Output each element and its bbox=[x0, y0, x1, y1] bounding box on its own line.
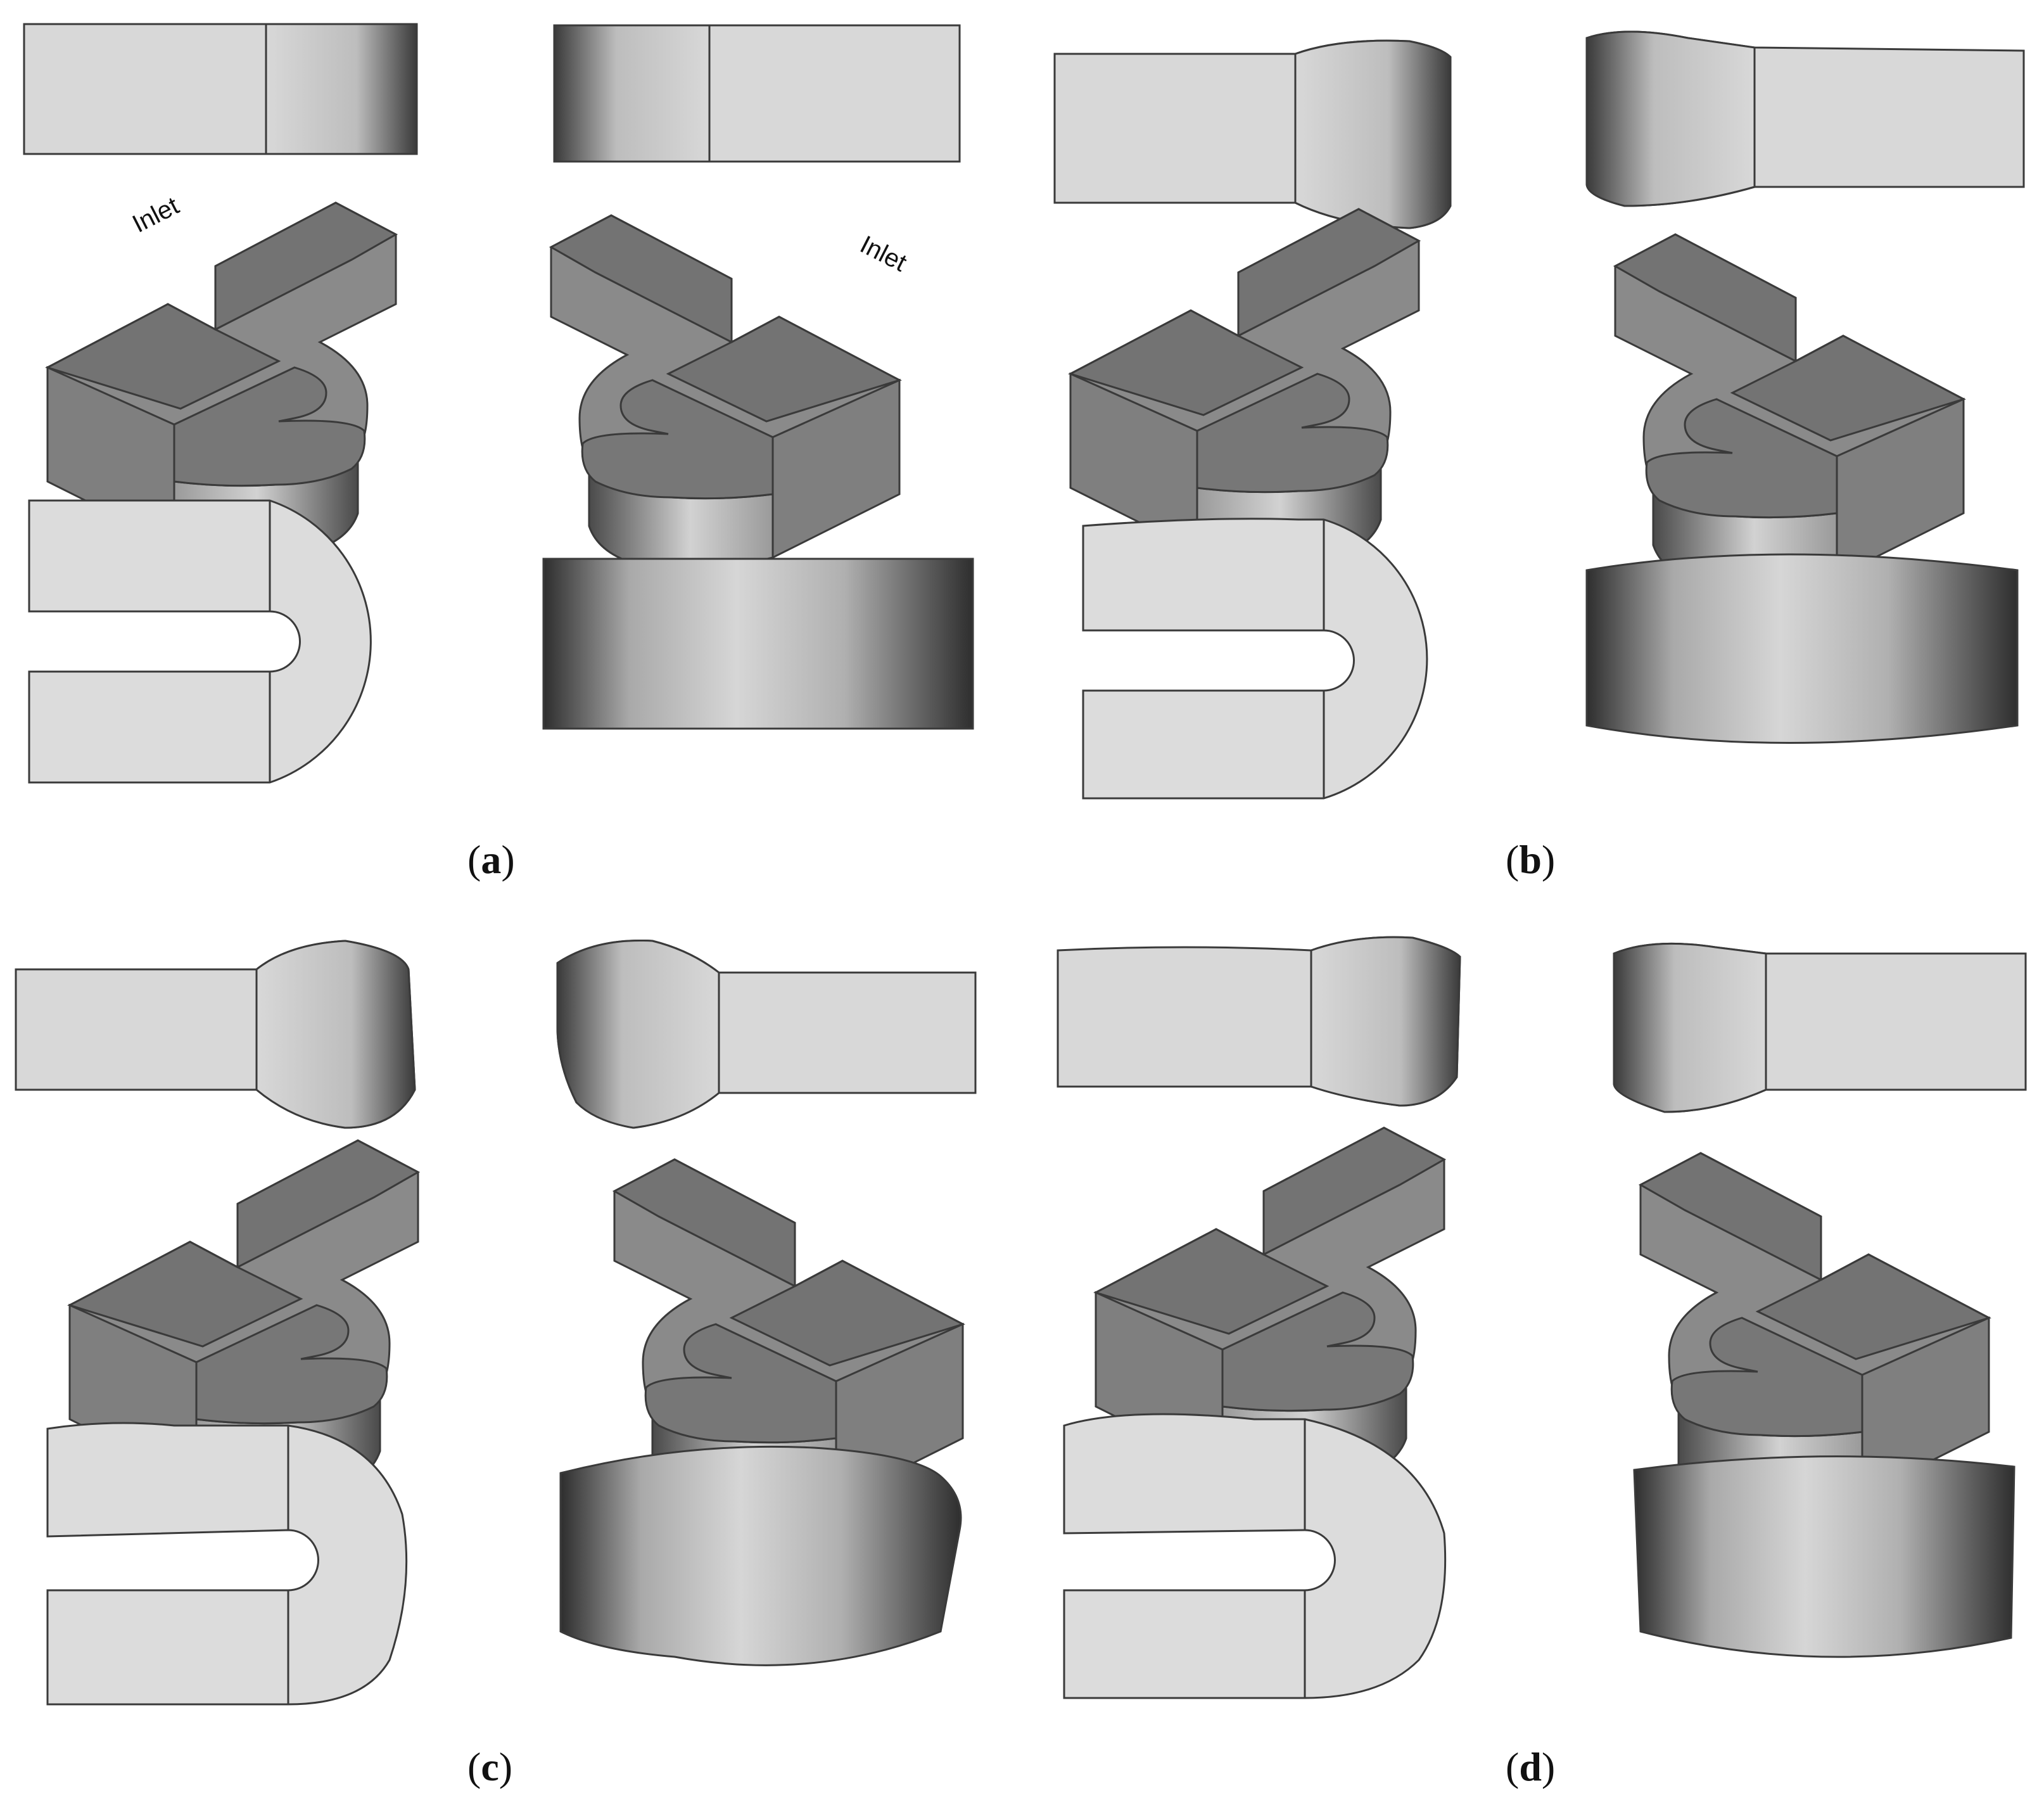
panel-d-letter: d bbox=[1519, 1744, 1542, 1789]
panel-c-letter: c bbox=[481, 1744, 498, 1789]
panel-c-close: ) bbox=[499, 1744, 512, 1789]
panel-d-open: ( bbox=[1506, 1744, 1519, 1789]
panel-b-open: ( bbox=[1506, 837, 1519, 882]
svg-text:(b): (b) bbox=[1506, 837, 1555, 882]
svg-text:(c): (c) bbox=[467, 1744, 512, 1789]
panel-c-open: ( bbox=[467, 1744, 481, 1789]
svg-text:(d): (d) bbox=[1506, 1744, 1555, 1789]
panel-b: (b) bbox=[1053, 30, 2025, 882]
panel-a-open: ( bbox=[467, 837, 481, 882]
panel-c: (c) bbox=[15, 939, 977, 1789]
panel-a: Inlet Inlet (a) bbox=[23, 23, 974, 882]
panel-b-close: ) bbox=[1542, 837, 1555, 882]
panel-b-letter: b bbox=[1519, 837, 1542, 882]
svg-text:(a): (a) bbox=[467, 837, 515, 882]
panel-a-close: ) bbox=[501, 837, 514, 882]
panel-d-close: ) bbox=[1542, 1744, 1555, 1789]
inlet-label-right: Inlet bbox=[856, 231, 911, 278]
panel-a-letter: a bbox=[481, 837, 501, 882]
inlet-label-left: Inlet bbox=[128, 191, 183, 238]
panel-d: (d) bbox=[1057, 936, 2027, 1789]
